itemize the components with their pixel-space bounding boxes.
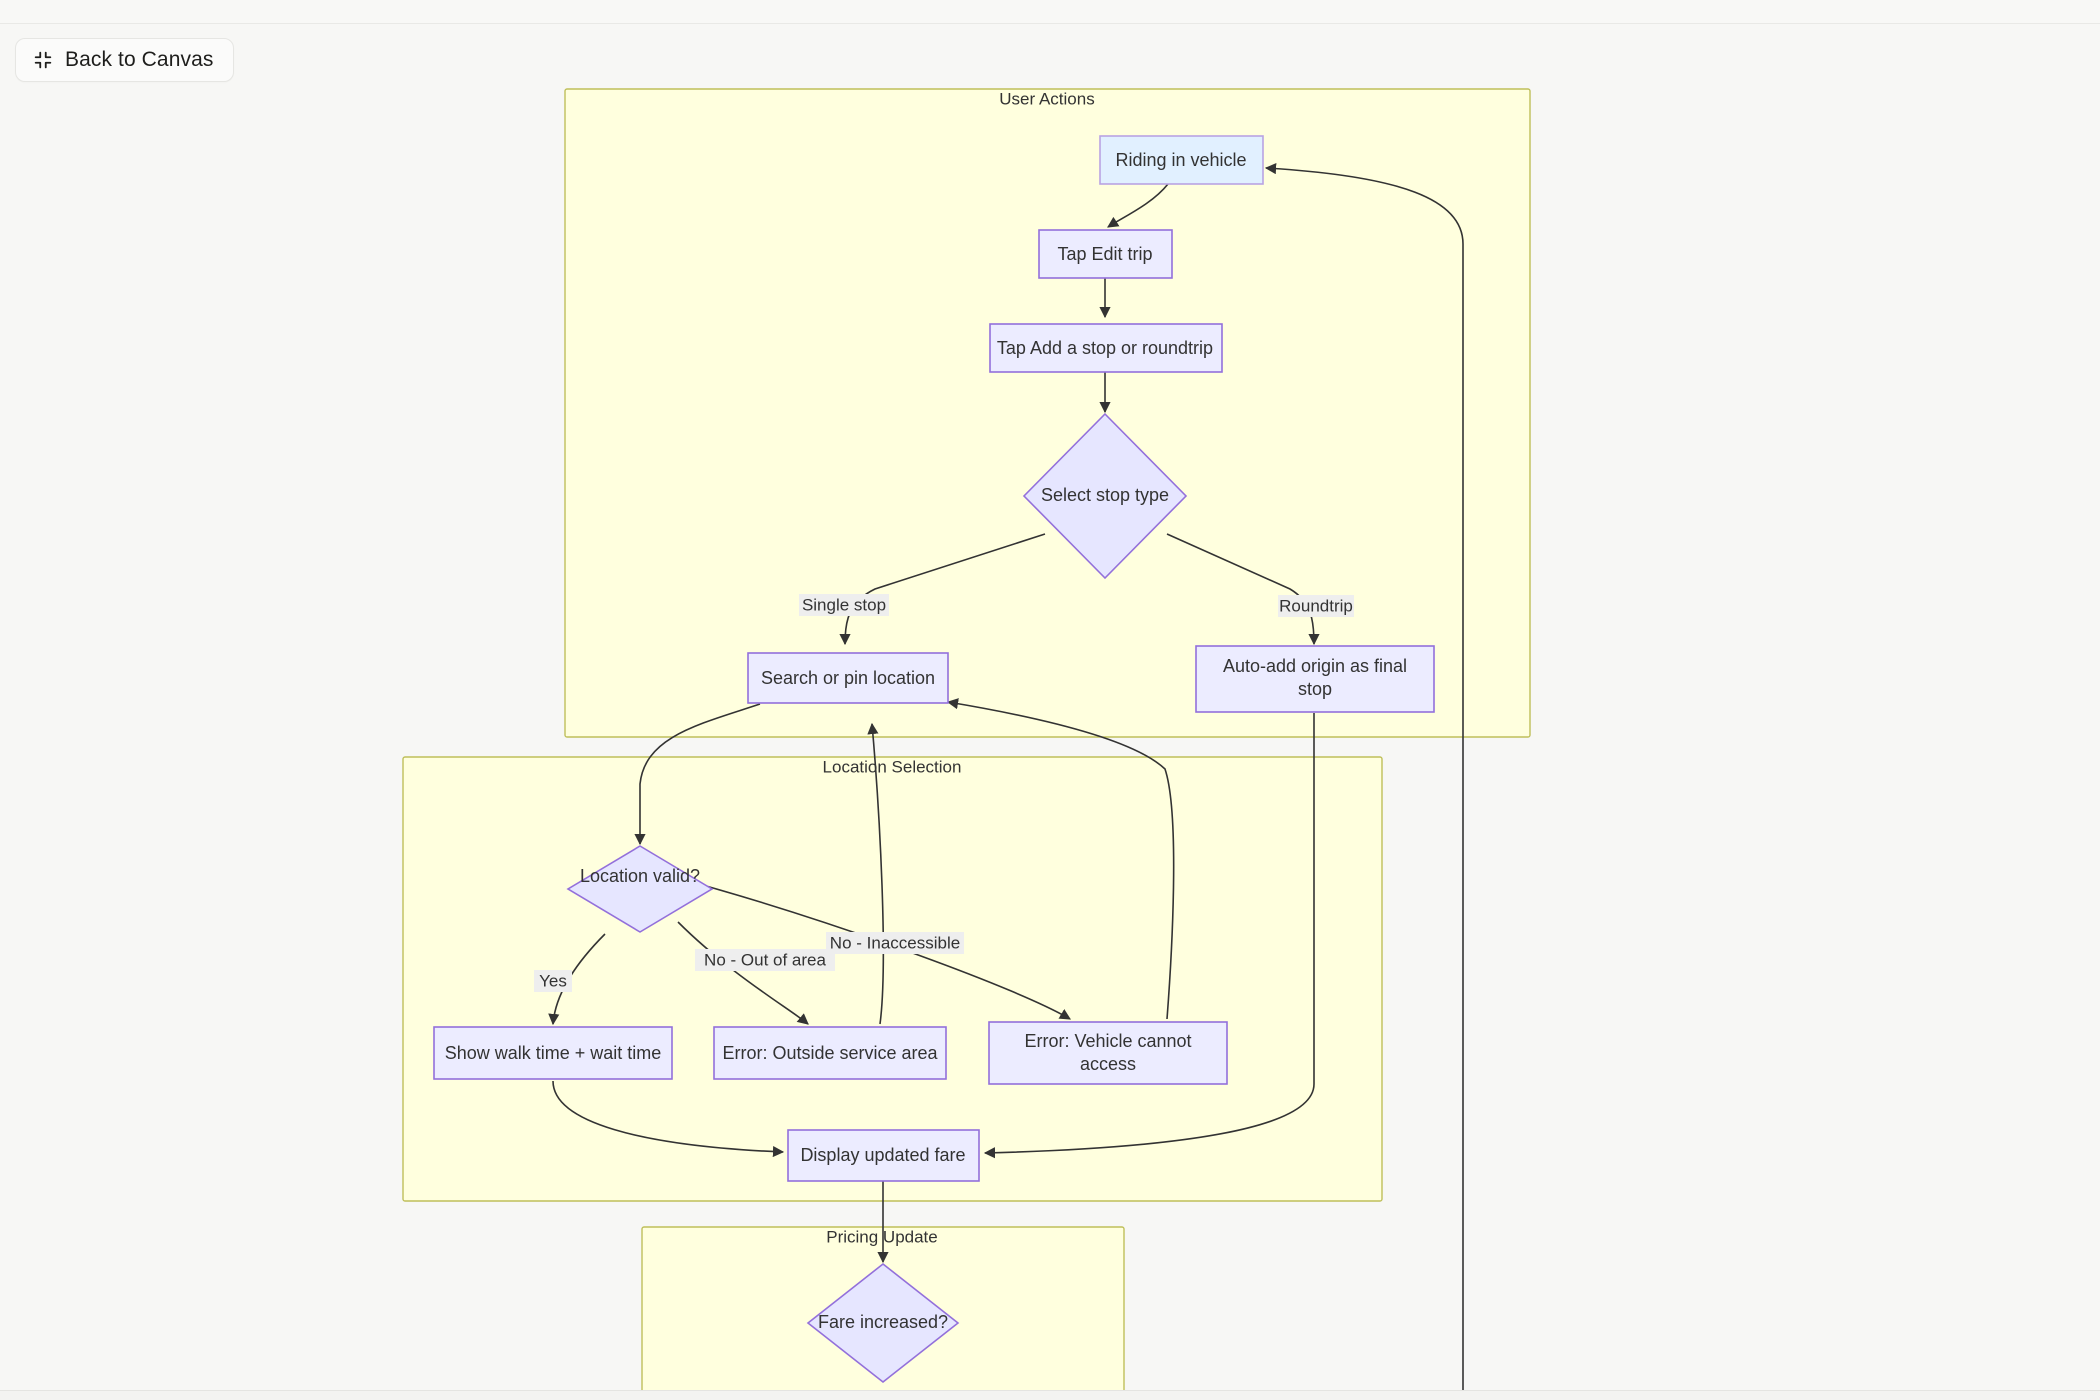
edge-auto-add-to-disp-fare bbox=[983, 713, 1315, 1159]
collapse-icon bbox=[34, 51, 52, 69]
node-label-search-or-pin-location: Search or pin location bbox=[761, 668, 935, 688]
svg-text:No - Inaccessible: No - Inaccessible bbox=[830, 933, 960, 952]
node-error-outside-service-area[interactable]: Error: Outside service area bbox=[713, 1026, 947, 1080]
flowchart-canvas[interactable]: User Actions Location Selection Pricing … bbox=[0, 24, 2100, 1390]
node-tap-edit-trip[interactable]: Tap Edit trip bbox=[1038, 229, 1173, 279]
back-to-canvas-button[interactable]: Back to Canvas bbox=[15, 38, 235, 82]
edge-err-area-to-search-pin bbox=[867, 722, 885, 1025]
node-label-select-stop-type: Select stop type bbox=[1041, 485, 1169, 505]
edge-riding-to-edit-trip bbox=[1107, 183, 1169, 228]
edge-err-access-to-search-pin bbox=[946, 698, 1175, 1020]
svg-text:Single stop: Single stop bbox=[802, 595, 886, 614]
node-tap-add-stop[interactable]: Tap Add a stop or roundtrip bbox=[989, 323, 1223, 373]
edge-loc-valid-to-err-access bbox=[705, 885, 1071, 1020]
node-search-or-pin-location[interactable]: Search or pin location bbox=[747, 652, 949, 704]
edge-walk-wait-to-disp-fare bbox=[552, 1080, 785, 1158]
svg-text:Roundtrip: Roundtrip bbox=[1279, 596, 1353, 615]
node-location-valid[interactable]: Location valid? bbox=[566, 845, 714, 933]
node-label-tap-edit-trip: Tap Edit trip bbox=[1057, 244, 1152, 264]
node-auto-add-origin[interactable]: Auto-add origin as final stop bbox=[1195, 645, 1435, 713]
node-label-riding-in-vehicle: Riding in vehicle bbox=[1115, 150, 1246, 170]
node-show-walk-wait-time[interactable]: Show walk time + wait time bbox=[433, 1026, 673, 1080]
cluster-title-location-selection: Location Selection bbox=[823, 757, 962, 776]
svg-text:Yes: Yes bbox=[539, 971, 567, 990]
edge-label-yes: Yes bbox=[534, 970, 572, 992]
edge-search-pin-to-loc-valid bbox=[634, 703, 761, 846]
node-error-vehicle-cannot-access[interactable]: Error: Vehicle cannot access bbox=[988, 1021, 1228, 1085]
cluster-user-actions: User Actions bbox=[564, 88, 1531, 738]
node-label-display-updated-fare: Display updated fare bbox=[800, 1145, 965, 1165]
node-display-updated-fare[interactable]: Display updated fare bbox=[787, 1129, 980, 1182]
edge-fare-inc-to-riding bbox=[1264, 163, 1464, 1390]
node-label-auto-add-origin-line2: stop bbox=[1298, 679, 1332, 699]
node-select-stop-type[interactable]: Select stop type bbox=[1022, 412, 1188, 580]
node-label-error-outside-service-area: Error: Outside service area bbox=[722, 1043, 938, 1063]
edge-label-no-inaccessible: No - Inaccessible bbox=[826, 932, 964, 954]
edge-layer bbox=[548, 163, 1464, 1390]
node-label-location-valid: Location valid? bbox=[580, 866, 700, 886]
edge-loc-valid-to-err-area bbox=[677, 921, 809, 1025]
node-riding-in-vehicle[interactable]: Riding in vehicle bbox=[1099, 135, 1264, 185]
cluster-title-user-actions: User Actions bbox=[999, 89, 1094, 108]
edge-label-layer: Single stop Roundtrip Yes No - Out of ar… bbox=[534, 594, 1354, 992]
node-label-auto-add-origin-line1: Auto-add origin as final bbox=[1223, 656, 1407, 676]
edge-label-single-stop: Single stop bbox=[799, 594, 889, 616]
cluster-title-pricing-update: Pricing Update bbox=[826, 1227, 938, 1246]
node-label-tap-add-stop: Tap Add a stop or roundtrip bbox=[997, 338, 1213, 358]
bottom-chrome-strip bbox=[0, 1390, 2100, 1400]
node-label-show-walk-wait-time: Show walk time + wait time bbox=[445, 1043, 662, 1063]
svg-text:No - Out of area: No - Out of area bbox=[704, 950, 826, 969]
node-label-fare-increased: Fare increased? bbox=[818, 1312, 948, 1332]
node-label-error-vehicle-line1: Error: Vehicle cannot bbox=[1024, 1031, 1191, 1051]
back-to-canvas-label: Back to Canvas bbox=[65, 48, 214, 71]
edge-label-roundtrip: Roundtrip bbox=[1278, 595, 1354, 617]
node-layer[interactable]: Riding in vehicle Tap Edit trip Tap Add … bbox=[433, 135, 1435, 1384]
flowchart-svg[interactable]: User Actions Location Selection Pricing … bbox=[0, 24, 2100, 1390]
top-chrome-strip bbox=[0, 0, 2100, 24]
edge-label-no-out-of-area: No - Out of area bbox=[695, 949, 835, 971]
node-label-error-vehicle-line2: access bbox=[1080, 1054, 1136, 1074]
node-fare-increased[interactable]: Fare increased? bbox=[806, 1262, 960, 1384]
